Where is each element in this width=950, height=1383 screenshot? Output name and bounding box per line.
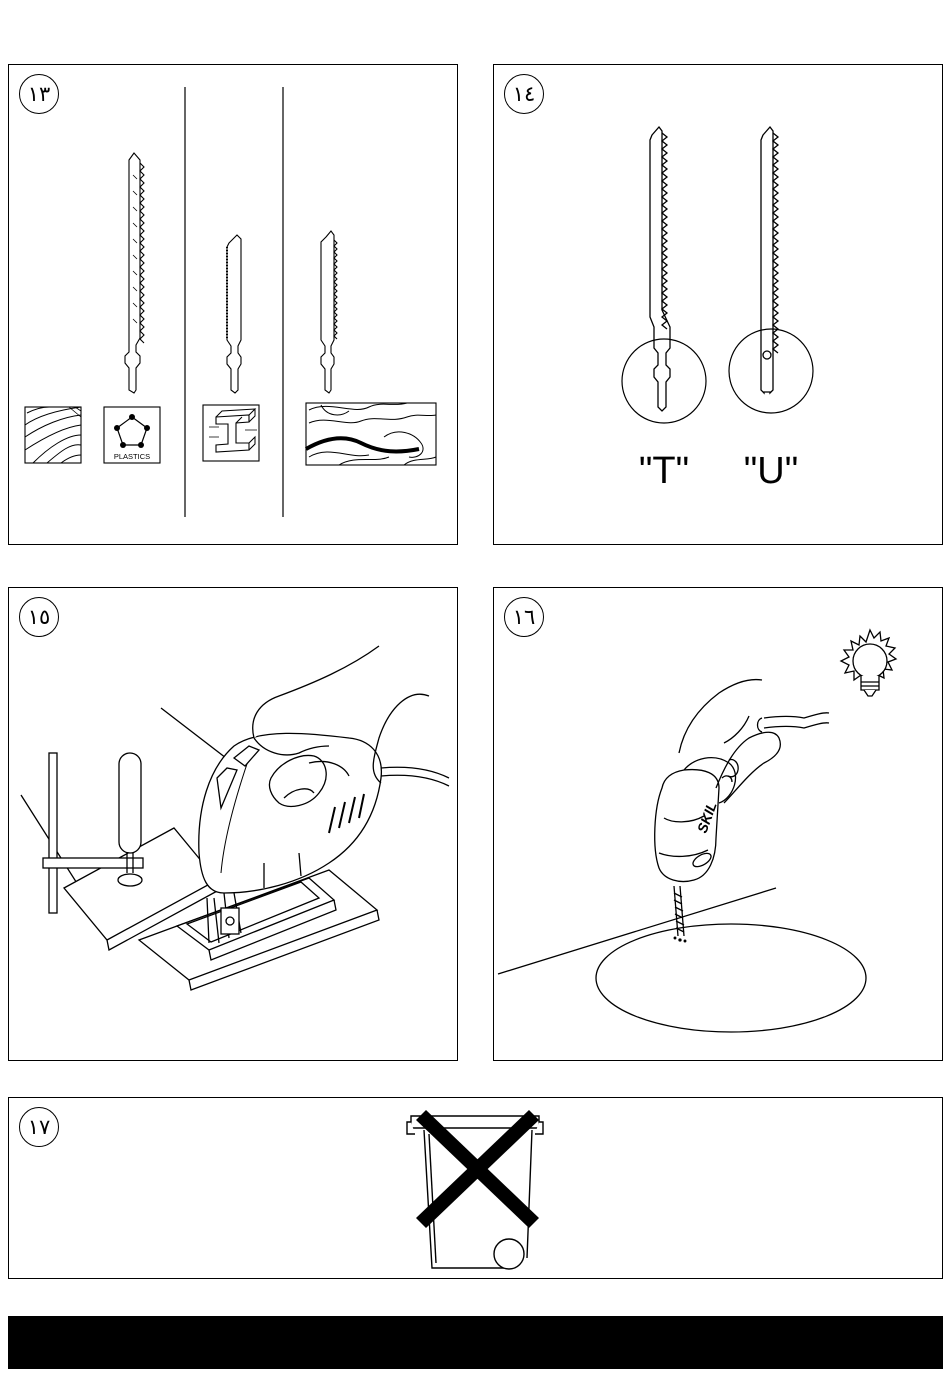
plastics-label: PLASTICS [114, 452, 150, 461]
blade-selection-illustration: PLASTICS [9, 65, 459, 546]
jigsaw-cutting-illustration [9, 588, 459, 1062]
u-shank-label: "U" [744, 450, 798, 492]
panel-17: ١٧ [8, 1097, 943, 1279]
u-shank-blade-icon [761, 127, 778, 393]
crossed-out-wheelie-bin-icon [9, 1098, 944, 1280]
shank-types-illustration: "T" "U" [494, 65, 944, 546]
metal-beam-icon [203, 405, 259, 461]
metal-blade-icon [227, 235, 241, 393]
t-shank-blade-icon [650, 127, 670, 411]
plastics-icon: PLASTICS [104, 407, 160, 463]
curved-wood-icon [306, 403, 436, 465]
t-shank-label: "T" [639, 450, 689, 492]
panel-14: ١٤ "T" "U" [493, 64, 943, 545]
footer-bar [8, 1316, 943, 1369]
light-bulb-icon [841, 630, 896, 696]
panel-15: ١٥ [8, 587, 458, 1061]
panel-16: ١٦ S [493, 587, 943, 1061]
panel-13: ١٣ [8, 64, 458, 545]
wood-icon [25, 407, 81, 463]
drill-pilot-hole-illustration: SKIL [494, 588, 944, 1062]
curve-blade-icon [321, 231, 337, 393]
wood-blade-icon [125, 153, 144, 393]
